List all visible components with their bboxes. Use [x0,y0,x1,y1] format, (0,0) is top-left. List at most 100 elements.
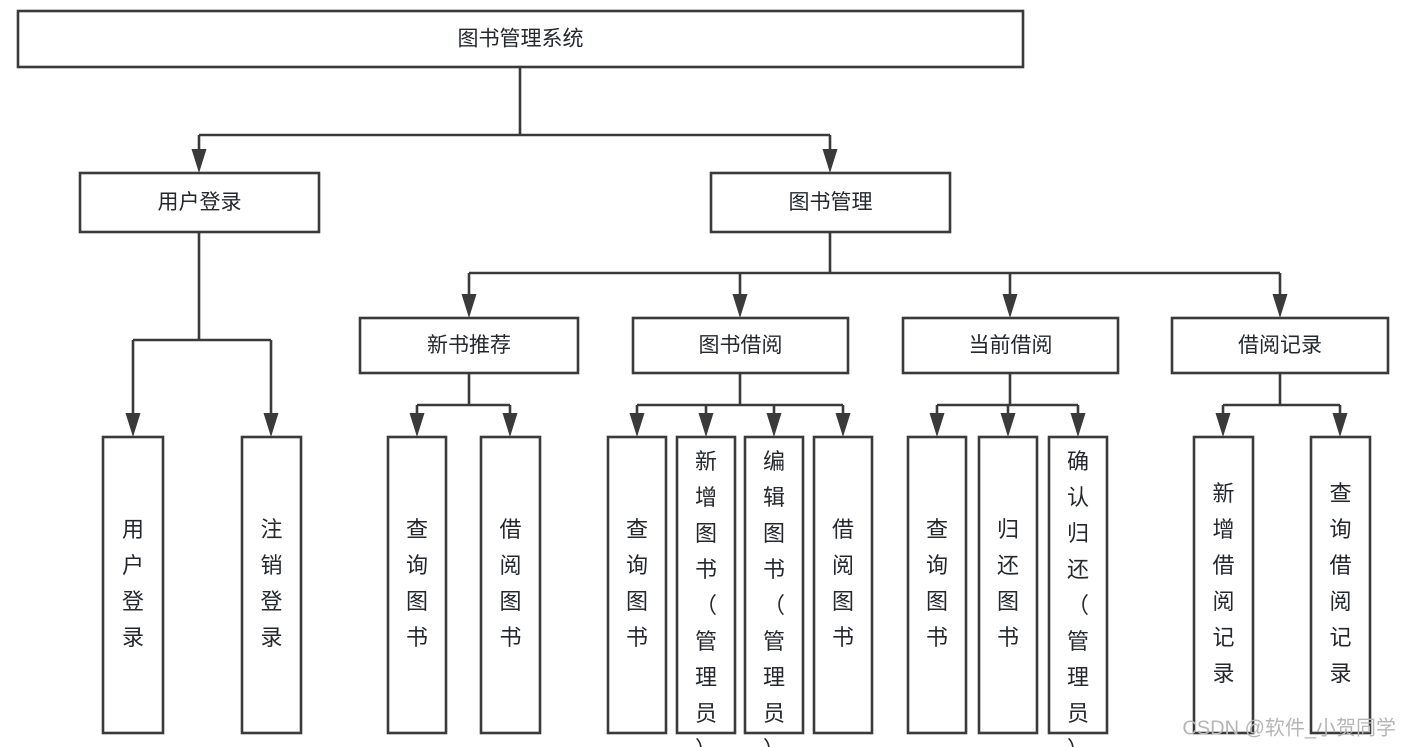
node-label-char: 询 [626,553,648,578]
node-label: 图书管理系统 [458,28,584,51]
node-level3-book-borrow[interactable]: 图书借阅 [631,316,850,375]
node-box[interactable] [386,435,448,735]
node-label-char: 还 [997,553,1019,578]
node-box[interactable] [1192,435,1255,735]
node-box[interactable] [78,171,321,234]
arrow-head-icon [461,294,477,318]
node-level2-book-management[interactable]: 图书管理 [709,171,952,234]
node-label: 借阅记录 [1238,334,1322,357]
node-box[interactable] [812,435,874,735]
node-box[interactable] [358,316,580,375]
node-label-char: 管 [695,629,717,654]
connector-group-new-book-recommend-to-leaves [409,373,518,437]
node-label-char: 记 [1212,625,1234,650]
node-label: 用户登录 [158,191,242,214]
node-label-char: 理 [763,665,785,690]
node-box[interactable] [1047,435,1109,735]
node-label-char: 借 [1212,553,1234,578]
arrow-head-icon [929,413,945,437]
connector-group-book-management-to-level3 [461,232,1288,318]
arrow-head-icon [1332,413,1348,437]
arrow-head-icon [263,413,279,437]
node-level3-new-book-recommend[interactable]: 新书推荐 [358,316,580,375]
connector-group-root-to-level2 [191,67,838,173]
arrow-head-icon [835,413,851,437]
node-level2-user-login[interactable]: 用户登录 [78,171,321,234]
node-box[interactable] [1309,435,1372,735]
node-box[interactable] [906,435,968,735]
arrow-head-icon [125,413,141,437]
node-box[interactable] [743,435,805,735]
node-box[interactable] [606,435,668,735]
node-label-char: 用 [122,517,144,542]
arrow-head-icon [766,413,782,437]
node-level3-borrow-record[interactable]: 借阅记录 [1170,316,1390,375]
node-label-char: （ [763,593,785,618]
node-label-char: 查 [926,517,948,542]
node-label-char: 归 [1067,521,1089,546]
node-box[interactable] [631,316,850,375]
node-root-root[interactable]: 图书管理系统 [16,9,1025,69]
csdn-watermark: CSDN @软件_小贺同学 [1182,716,1396,739]
node-box[interactable] [901,316,1120,375]
node-leaf-leaf-user-login[interactable]: 用户登录 [101,435,165,735]
node-box[interactable] [675,435,737,735]
node-label-char: 图 [406,589,428,614]
connector-layer [125,67,1348,437]
node-label-char: 书 [832,625,854,650]
arrow-head-icon [191,149,207,173]
node-label-char: ） [1067,737,1089,747]
node-label-char: 询 [1329,517,1351,542]
node-label-char: 管 [1067,629,1089,654]
node-label-char: 阅 [1329,589,1351,614]
node-label-char: 书 [626,625,648,650]
node-label-char: 增 [1212,517,1234,542]
node-label-char: 户 [122,553,144,578]
node-box[interactable] [977,435,1039,735]
node-label-char: 编 [763,449,785,474]
node-label-char: 阅 [1212,589,1234,614]
node-box[interactable] [479,435,542,735]
node-box[interactable] [16,9,1025,69]
node-label-char: 理 [1067,665,1089,690]
node-level3-current-borrow[interactable]: 当前借阅 [901,316,1120,375]
node-label-char: 阅 [499,553,521,578]
node-label-char: 录 [122,625,144,650]
connector-group-user-login-to-leaves [125,232,279,437]
node-label-char: 员 [1067,701,1089,726]
node-box[interactable] [709,171,952,234]
node-label-char: 管 [763,629,785,654]
node-label: 图书管理 [789,191,873,214]
node-label-char: 查 [406,517,428,542]
node-label-char: 还 [1067,557,1089,582]
arrow-head-icon [409,413,425,437]
arrow-head-icon [629,413,645,437]
node-label: 新书推荐 [427,334,511,357]
node-box[interactable] [240,435,303,735]
node-label-char: 询 [406,553,428,578]
arrow-head-icon [698,413,714,437]
node-label-char: 图 [997,589,1019,614]
connector-group-borrow-record-to-leaves [1215,373,1348,437]
node-box[interactable] [1170,316,1390,375]
node-label-char: 新 [695,449,717,474]
node-label-char: 书 [695,557,717,582]
arrow-head-icon [1272,294,1288,318]
node-label-char: 查 [626,517,648,542]
node-box[interactable] [101,435,165,735]
node-label: 当前借阅 [969,334,1053,357]
node-label-char: 录 [1212,661,1234,686]
